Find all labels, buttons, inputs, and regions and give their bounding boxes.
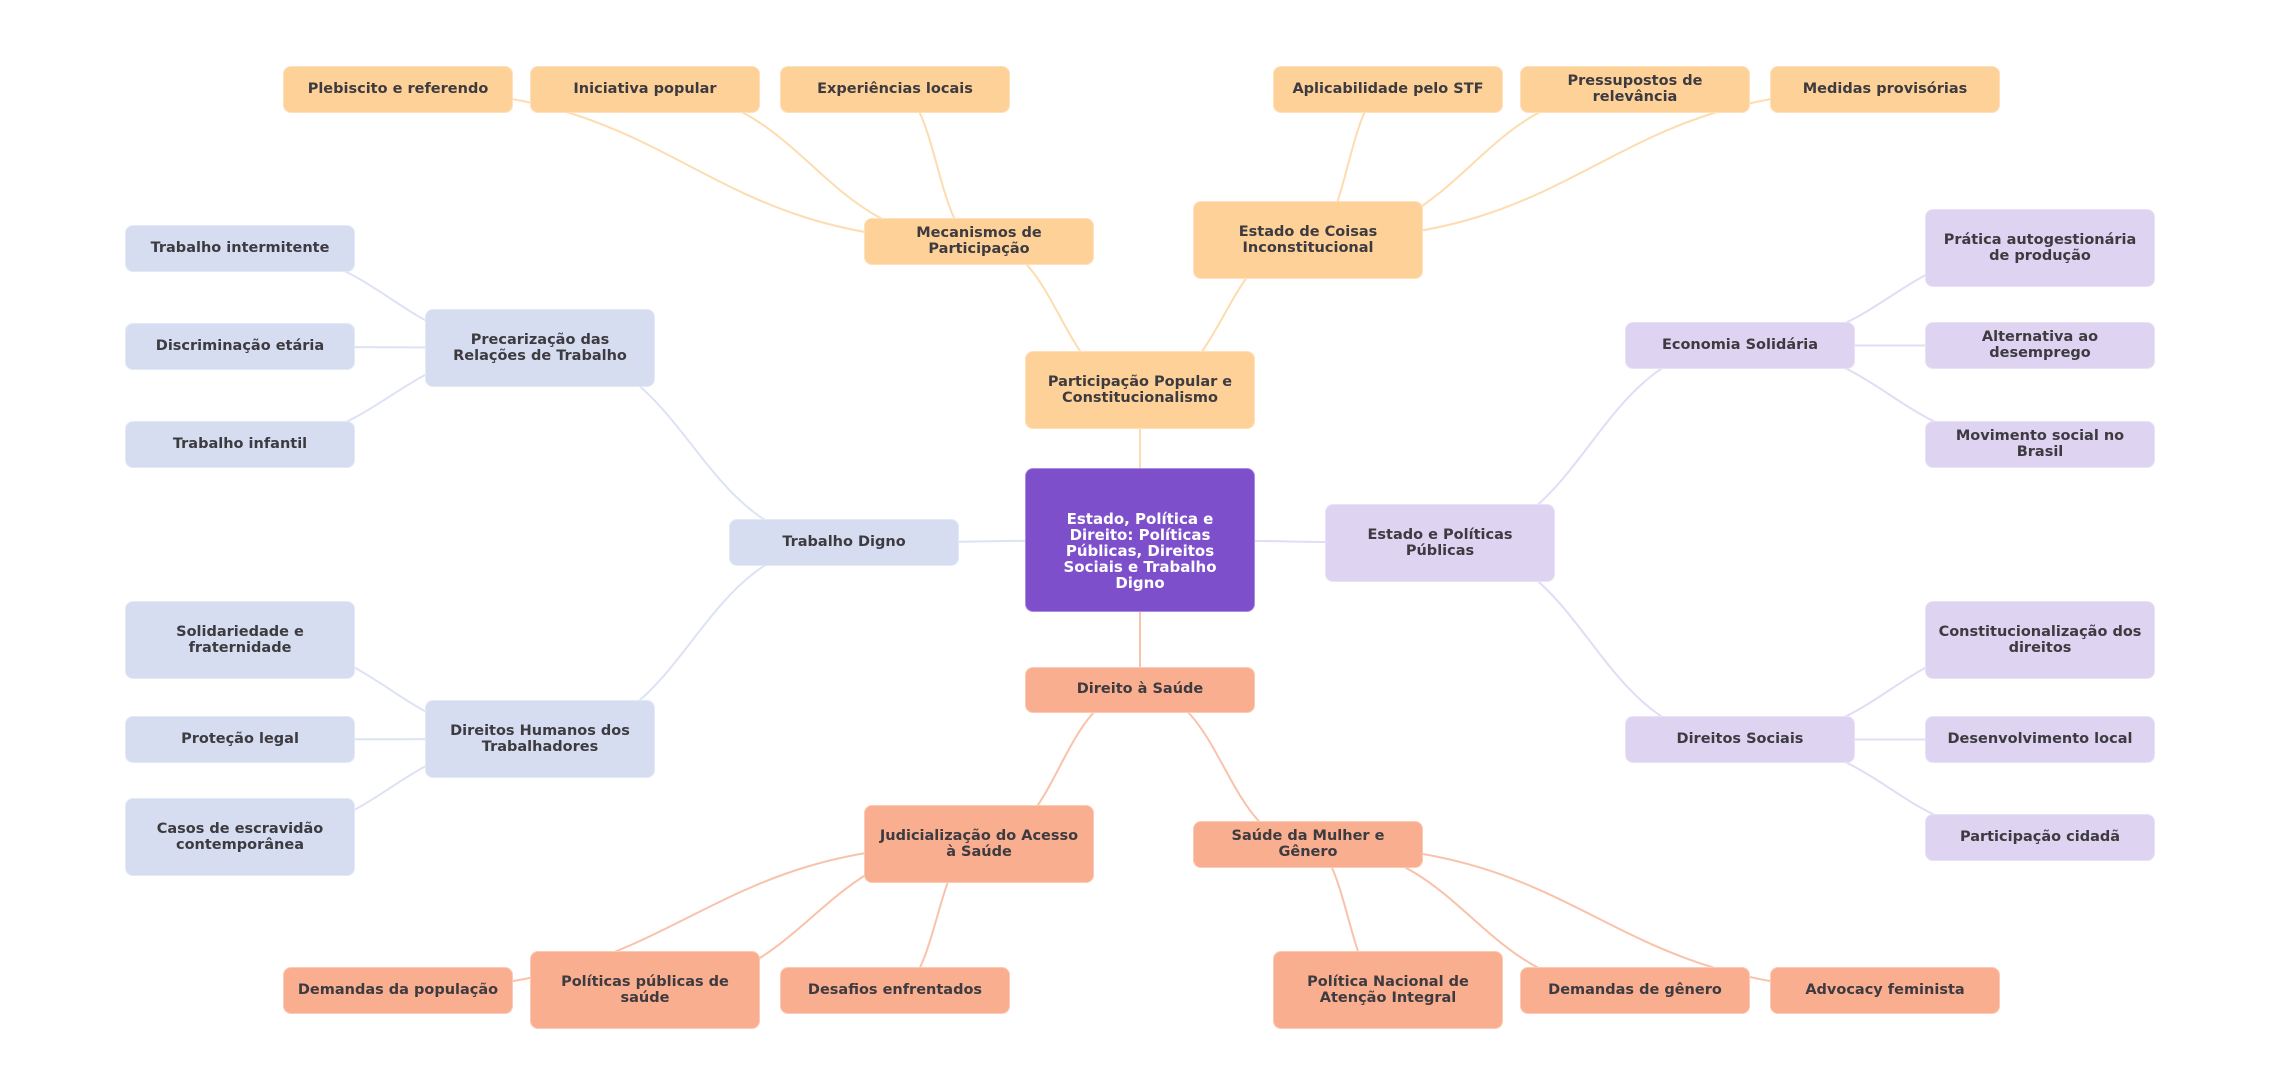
mindmap-node-medidas[interactable]: Medidas provisórias (1770, 66, 2000, 113)
mindmap-node-direitos-humanos[interactable]: Direitos Humanos dos Trabalhadores (425, 700, 655, 778)
mindmap-node-alternativa[interactable]: Alternativa ao desemprego (1925, 322, 2155, 369)
node-label: Economia Solidária (1661, 336, 1819, 353)
node-label: Saúde da Mulher e Gênero (1231, 827, 1385, 860)
mindmap-node-advocacy[interactable]: Advocacy feminista (1770, 967, 2000, 1014)
mindmap-node-mulher[interactable]: Saúde da Mulher e Gênero (1193, 821, 1423, 868)
mindmap-node-iniciativa[interactable]: Iniciativa popular (530, 66, 760, 113)
mindmap-node-autogestao[interactable]: Prática autogestionária de produção (1925, 209, 2155, 287)
mindmap-node-saude[interactable]: Direito à Saúde (1025, 667, 1255, 713)
node-label: Direitos Humanos dos Trabalhadores (450, 723, 630, 755)
mindmap-node-constitucionalizacao[interactable]: Constitucionalização dos direitos (1925, 601, 2155, 679)
node-label: Desafios enfrentados (807, 981, 983, 998)
node-label: Discriminação etária (155, 337, 325, 354)
node-label: Participação Popular e Constitucionalism… (1047, 374, 1233, 406)
mindmap-node-demandas-populacao[interactable]: Demandas da população (283, 967, 513, 1014)
mindmap-node-solidariedade[interactable]: Solidariedade e fraternidade (125, 601, 355, 679)
mindmap-node-judicializacao[interactable]: Judicialização do Acesso à Saúde (864, 805, 1094, 883)
node-label: Aplicabilidade pelo STF (1292, 80, 1484, 97)
mindmap-node-desenvolvimento[interactable]: Desenvolvimento local (1925, 716, 2155, 763)
mindmap-node-aplicabilidade[interactable]: Aplicabilidade pelo STF (1273, 66, 1503, 113)
mindmap-node-politicas-saude[interactable]: Políticas públicas de saúde (530, 951, 760, 1029)
node-label: Estado de Coisas Inconstitucional (1238, 224, 1378, 256)
mindmap-node-intermitente[interactable]: Trabalho intermitente (125, 225, 355, 272)
mindmap-node-participacao[interactable]: Participação Popular e Constitucionalism… (1025, 351, 1255, 429)
node-label: Estado, Política e Direito: Políticas Pú… (1063, 510, 1217, 592)
mindmap-node-economia[interactable]: Economia Solidária (1625, 322, 1855, 369)
mindmap-node-trabalho[interactable]: Trabalho Digno (729, 519, 959, 566)
node-label: Políticas públicas de saúde (561, 974, 729, 1006)
node-label: Movimento social no Brasil (1955, 427, 2125, 460)
node-label: Desenvolvimento local (1947, 730, 2133, 747)
mindmap-node-escravidao[interactable]: Casos de escravidão contemporânea (125, 798, 355, 876)
mindmap-root-node[interactable]: Estado, Política e Direito: Políticas Pú… (1025, 468, 1255, 612)
node-label: Demandas de gênero (1548, 981, 1722, 998)
mindmap-node-experiencias[interactable]: Experiências locais (780, 66, 1010, 113)
mindmap-node-discriminacao[interactable]: Discriminação etária (125, 323, 355, 370)
node-label: Trabalho intermitente (150, 239, 330, 256)
mindmap-node-protecao[interactable]: Proteção legal (125, 716, 355, 763)
node-label: Direitos Sociais (1676, 730, 1804, 747)
mindmap-node-estado-pp[interactable]: Estado e Políticas Públicas (1325, 504, 1555, 582)
mindmap-node-pressupostos[interactable]: Pressupostos de relevância (1520, 66, 1750, 113)
mindmap-node-desafios[interactable]: Desafios enfrentados (780, 967, 1010, 1014)
mindmap-node-infantil[interactable]: Trabalho infantil (125, 421, 355, 468)
node-label: Estado e Políticas Públicas (1367, 527, 1513, 559)
mindmap-node-mecanismos[interactable]: Mecanismos de Participação (864, 218, 1094, 265)
mindmap-node-participacao-cidada[interactable]: Participação cidadã (1925, 814, 2155, 861)
node-label: Plebiscito e referendo (307, 80, 489, 97)
mindmap-node-politica-nacional[interactable]: Política Nacional de Atenção Integral (1273, 951, 1503, 1029)
mindmap-node-direitos-sociais[interactable]: Direitos Sociais (1625, 716, 1855, 763)
node-label: Política Nacional de Atenção Integral (1307, 974, 1469, 1006)
mindmap-node-movimento[interactable]: Movimento social no Brasil (1925, 421, 2155, 468)
node-label: Prática autogestionária de produção (1943, 232, 2137, 264)
node-label: Direito à Saúde (1076, 681, 1204, 697)
node-label: Iniciativa popular (573, 80, 717, 97)
node-label: Casos de escravidão contemporânea (156, 821, 324, 853)
node-label: Advocacy feminista (1805, 981, 1965, 998)
node-label: Medidas provisórias (1802, 80, 1968, 97)
mindmap-node-demandas-genero[interactable]: Demandas de gênero (1520, 967, 1750, 1014)
node-label: Constitucionalização dos direitos (1938, 624, 2142, 656)
mindmap-node-plebiscito[interactable]: Plebiscito e referendo (283, 66, 513, 113)
node-label: Alternativa ao desemprego (1981, 328, 2099, 361)
mindmap-node-coisas[interactable]: Estado de Coisas Inconstitucional (1193, 201, 1423, 279)
node-label: Proteção legal (181, 730, 299, 747)
node-label: Participação cidadã (1959, 828, 2121, 845)
node-label: Precarização das Relações de Trabalho (453, 332, 627, 364)
node-label: Pressupostos de relevância (1567, 72, 1703, 105)
node-label: Trabalho infantil (172, 435, 308, 452)
node-label: Solidariedade e fraternidade (176, 624, 304, 656)
node-label: Demandas da população (297, 981, 499, 998)
node-label: Judicialização do Acesso à Saúde (879, 828, 1079, 860)
mindmap-node-precarizacao[interactable]: Precarização das Relações de Trabalho (425, 309, 655, 387)
node-label: Mecanismos de Participação (916, 224, 1042, 257)
node-label: Trabalho Digno (782, 533, 906, 550)
node-label: Experiências locais (817, 80, 973, 97)
